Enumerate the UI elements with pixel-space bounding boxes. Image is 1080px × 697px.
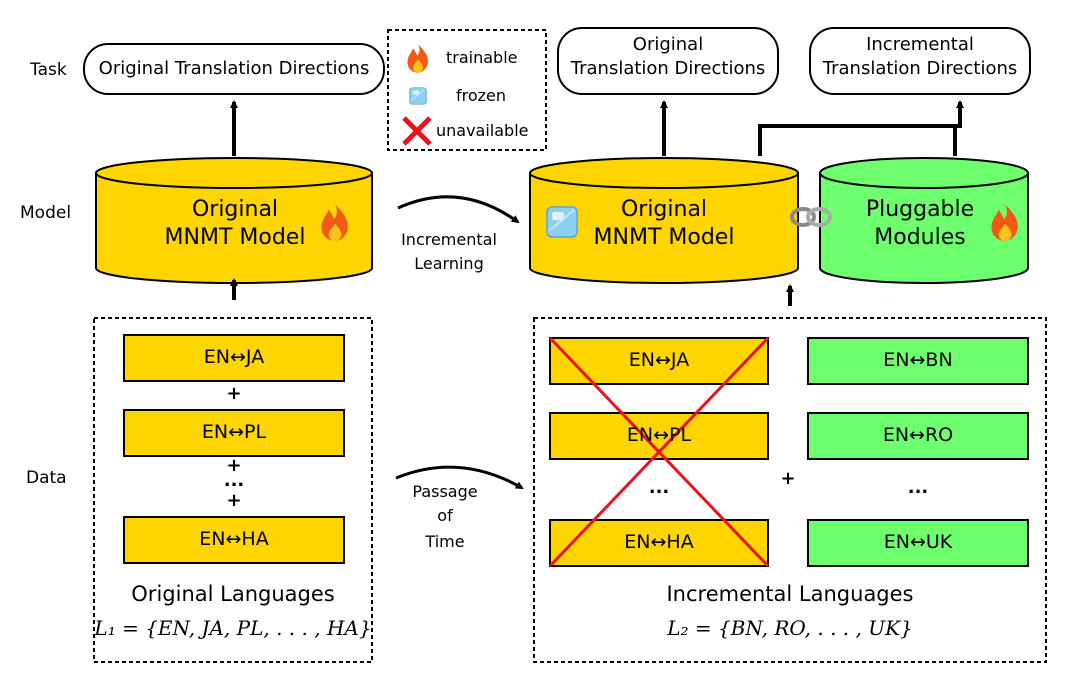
label-incremental: Incremental <box>401 230 497 249</box>
arrow-passage-of-time <box>395 465 524 490</box>
row-label-model: Model <box>20 203 72 223</box>
pair-label-unavailable: EN↔JA <box>628 349 690 371</box>
model-left-line1: Original <box>191 197 279 222</box>
row-label-task: Task <box>30 60 67 80</box>
legend-frozen: frozen <box>456 86 507 105</box>
plug-line2: Modules <box>874 225 966 250</box>
plus-sign: + <box>226 455 242 476</box>
ellipsis: ... <box>907 477 929 498</box>
model-right-line1: Original <box>620 197 708 222</box>
pair-label-unavailable: EN↔HA <box>624 531 694 553</box>
plus-sign: + <box>226 490 242 511</box>
label-time: Time <box>425 532 465 551</box>
pair-label-new: EN↔UK <box>883 531 953 553</box>
pair-label-new: EN↔RO <box>882 424 954 446</box>
legend-trainable: trainable <box>446 48 518 67</box>
arrow-incremental-learning <box>397 195 520 224</box>
pair-box-new <box>807 519 1029 567</box>
ice-cube-icon <box>409 87 427 105</box>
data-box-incremental <box>533 317 1047 663</box>
task-original-left: Original Translation Directions <box>98 58 370 79</box>
chain-link-icon <box>790 207 832 227</box>
ellipsis: ... <box>223 470 245 491</box>
task-incremental-line2: Translation Directions <box>822 58 1018 79</box>
legend-unavailable: unavailable <box>436 121 529 140</box>
label-of: of <box>437 506 453 525</box>
pair-box <box>123 334 345 382</box>
cross-icon <box>402 116 432 146</box>
data-box-original <box>93 317 373 663</box>
pair-box-new <box>807 337 1029 385</box>
task-incremental-line1: Incremental <box>866 34 974 55</box>
formula-incremental: L₂ = {BN, RO, . . . , UK} <box>667 616 913 640</box>
plus-sign: + <box>780 468 796 489</box>
ellipsis: ... <box>648 477 670 498</box>
pair-box-new <box>807 412 1029 460</box>
task-pill-original-left <box>83 43 385 95</box>
arrow-incremental-bracket <box>758 100 964 156</box>
cylinder-original-left <box>95 157 373 284</box>
pair-box <box>123 409 345 457</box>
task-pill-original-right <box>557 27 779 95</box>
formula-original: L₁ = {EN, JA, PL, . . . , HA} <box>94 616 372 640</box>
model-left-line2: MNMT Model <box>164 225 306 250</box>
plus-sign: + <box>226 383 242 404</box>
pair-label-new: EN↔BN <box>883 349 953 371</box>
task-pill-incremental <box>809 27 1031 95</box>
pair-box <box>123 516 345 564</box>
caption-original-languages: Original Languages <box>131 582 335 606</box>
unavailable-cross <box>548 336 770 568</box>
caption-incremental-languages: Incremental Languages <box>666 582 914 606</box>
task-original-right-line1: Original <box>632 34 704 55</box>
model-right-line2: MNMT Model <box>593 225 735 250</box>
task-original-right-line2: Translation Directions <box>570 58 766 79</box>
label-learning: Learning <box>414 254 484 273</box>
cylinder-original-right <box>529 157 799 284</box>
pair-label-unavailable: EN↔PL <box>626 424 692 446</box>
pair-label: EN↔HA <box>199 528 269 550</box>
plug-line1: Pluggable <box>865 197 975 222</box>
pair-label: EN↔PL <box>201 421 267 443</box>
label-passage: Passage <box>412 482 478 501</box>
row-label-data: Data <box>26 468 67 488</box>
pair-label: EN↔JA <box>203 346 265 368</box>
cylinder-pluggable <box>819 157 1029 284</box>
